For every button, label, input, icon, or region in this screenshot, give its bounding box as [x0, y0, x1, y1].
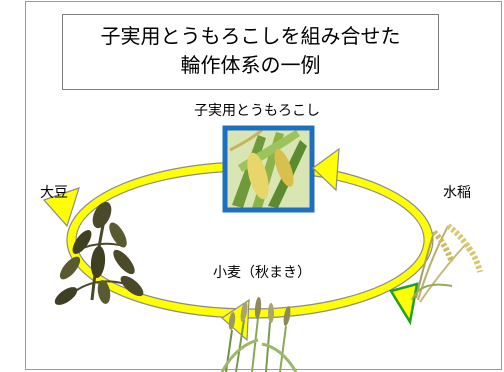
soybean-plant-icon — [54, 201, 144, 305]
stage-label-soybean: 大豆 — [40, 185, 68, 201]
wheat-plant-icon — [220, 297, 298, 372]
corn-plant-photo-icon — [225, 128, 312, 210]
stage-label-wheat: 小麦（秋まき） — [213, 265, 311, 281]
arrow-head-corn — [312, 147, 340, 192]
stage-label-corn: 子実用とうもろこし — [194, 103, 320, 119]
title-line-1: 子実用とうもろこしを組み合せた — [100, 24, 401, 48]
diagram-title-box: 子実用とうもろこしを組み合せた 輪作体系の一例 — [62, 14, 439, 90]
title-line-2: 輪作体系の一例 — [180, 53, 321, 77]
corn-highlight-frame — [222, 125, 315, 213]
arrow-head-rice — [389, 282, 419, 326]
rice-plant-icon — [411, 223, 483, 303]
arrow-head-soybean — [42, 187, 80, 228]
stage-label-rice: 水稲 — [443, 185, 471, 201]
